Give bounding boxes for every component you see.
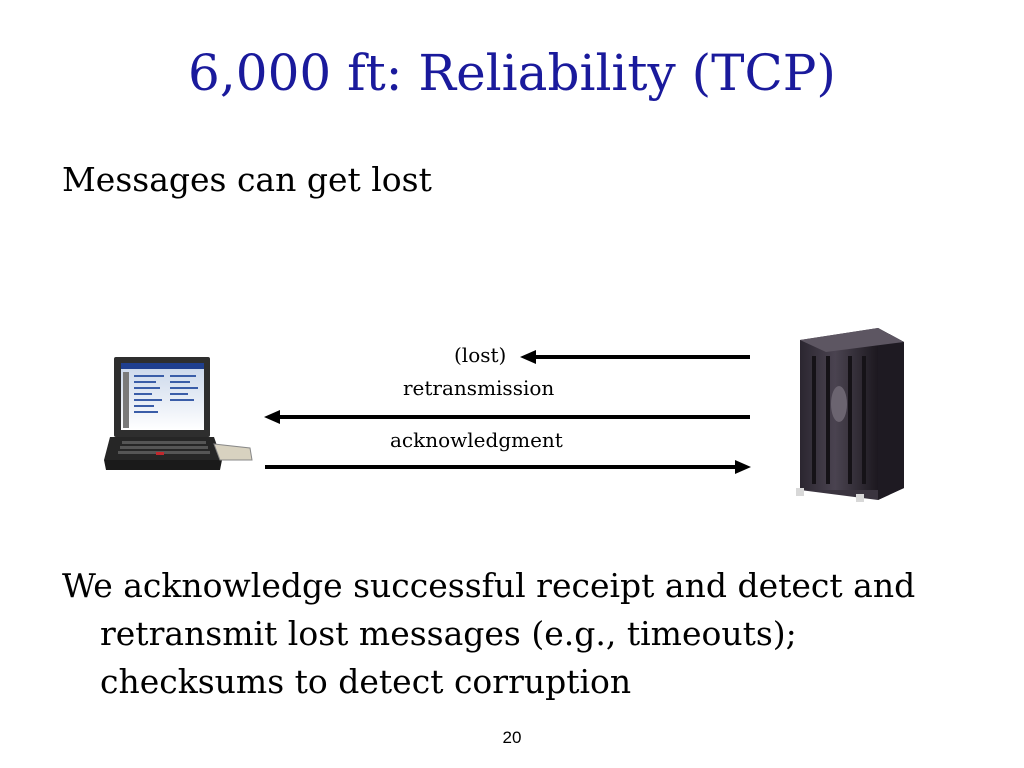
laptop-icon	[104, 357, 253, 470]
label-lost: (lost)	[454, 343, 507, 367]
lost-arrow	[520, 350, 750, 364]
label-acknowledgment: acknowledgment	[390, 428, 563, 452]
label-retransmission: retransmission	[403, 376, 555, 400]
slide-title: 6,000 ft: Reliability (TCP)	[188, 44, 836, 102]
server-tower-icon	[796, 328, 904, 502]
bullet-messages-lost: Messages can get lost	[62, 160, 432, 199]
retransmission-arrow	[264, 410, 750, 424]
bullet-acknowledge-retransmit: We acknowledge successful receipt and de…	[62, 566, 916, 701]
page-number: 20	[502, 728, 522, 747]
acknowledgment-arrow	[265, 460, 751, 474]
